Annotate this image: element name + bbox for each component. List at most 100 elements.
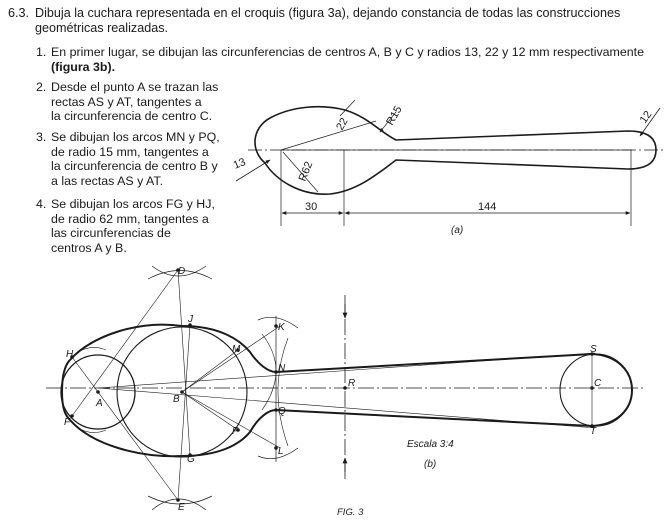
step-line: Desde el punto A se trazan las xyxy=(51,80,219,94)
exercise-line-1: Dibuja la cuchara representada en el cro… xyxy=(35,6,621,20)
line-d-g xyxy=(177,269,191,456)
step-line: Se dibujan los arcos FG y HJ, xyxy=(51,197,215,211)
point-r xyxy=(343,386,347,390)
point-g xyxy=(188,453,192,457)
step-line: la circunferencia de centro C. xyxy=(51,109,213,124)
construction-line-at xyxy=(97,387,596,429)
label-j: J xyxy=(187,314,194,325)
label-e: E xyxy=(178,502,185,513)
exercise-line-2: geométricas realizadas. xyxy=(35,20,168,35)
label-b: B xyxy=(173,394,180,405)
exercise-number: 6.3. xyxy=(8,6,30,20)
handle-end-arc xyxy=(591,353,634,427)
point-labels: A B C D E F G H J K L M N P Q R S T xyxy=(64,266,602,513)
construction-points xyxy=(70,268,594,502)
point-d xyxy=(176,268,180,272)
step-line: la circunferencia de centro B y xyxy=(51,159,218,174)
label-a: A xyxy=(95,398,103,409)
dim-r15-label: R15 xyxy=(384,104,404,127)
step-number: 1. xyxy=(36,45,47,59)
step-number: 2. xyxy=(36,80,47,94)
label-n: N xyxy=(278,363,286,374)
step-line: centros A y B. xyxy=(51,240,127,255)
label-q: Q xyxy=(278,406,286,417)
label-h: H xyxy=(66,349,74,360)
point-a xyxy=(96,390,100,394)
point-f xyxy=(70,414,74,418)
point-s xyxy=(590,352,594,356)
arc-mark-l xyxy=(257,447,299,459)
point-b xyxy=(180,390,184,394)
dim-13-leader xyxy=(235,159,271,182)
step-number: 4. xyxy=(36,197,47,211)
sketch-spoon-outline xyxy=(254,105,657,195)
label-r: R xyxy=(348,378,355,389)
construction-line-as xyxy=(97,352,596,389)
point-n xyxy=(274,370,278,374)
sketch-radius-line xyxy=(280,120,377,151)
step-number: 3. xyxy=(36,130,47,144)
label-k: K xyxy=(278,322,286,333)
arc-mark-f xyxy=(77,427,107,433)
line-at xyxy=(275,409,593,427)
line-b-k xyxy=(181,325,281,393)
dim-12-label: 12 xyxy=(638,109,655,126)
line-e-h xyxy=(71,356,179,501)
dim-r62-label: R62 xyxy=(297,160,316,183)
dim-13-label: 13 xyxy=(232,156,248,172)
point-k xyxy=(274,324,278,328)
label-l: L xyxy=(278,446,284,457)
label-p: P xyxy=(232,426,239,437)
sketch-caption: (a) xyxy=(451,225,463,236)
spoon-construction xyxy=(46,265,644,511)
scale-label: Escala 3:4 xyxy=(407,439,454,450)
circle-a xyxy=(60,354,136,430)
arc-mark-d xyxy=(147,270,213,280)
point-p xyxy=(236,428,240,432)
point-e xyxy=(176,498,180,502)
point-t xyxy=(590,424,594,428)
step-line: Se dibujan los arcos MN y PQ, xyxy=(51,130,220,144)
step-line: rectas AS y AT, tangentes a xyxy=(51,94,202,109)
point-h xyxy=(70,355,74,359)
line-b-m xyxy=(181,349,239,393)
label-s: S xyxy=(590,344,597,355)
exercise-statement: Dibuja la cuchara representada en el cro… xyxy=(35,6,655,35)
point-m xyxy=(236,348,240,352)
step-line: a las rectas AS y AT. xyxy=(51,173,164,188)
step-line: de radio 15 mm, tangentes a xyxy=(51,144,209,159)
bowl-tip-arc xyxy=(61,359,71,421)
label-d: D xyxy=(178,266,185,277)
step-line: En primer lugar, se dibujan las circunfe… xyxy=(51,45,644,59)
dim-22-leader xyxy=(339,99,356,117)
dim-12-leader xyxy=(639,107,661,137)
line-d-f xyxy=(71,269,179,417)
line-b-p xyxy=(181,391,239,431)
dim-22-label: 22 xyxy=(334,116,351,133)
point-j xyxy=(188,323,192,327)
label-c: C xyxy=(594,378,602,389)
figure-label: FIG. 3 xyxy=(337,507,364,518)
label-m: M xyxy=(232,344,241,355)
spoon-sketch xyxy=(235,99,664,226)
dim-30-label: 30 xyxy=(305,201,317,213)
arc-mark-h xyxy=(77,347,107,353)
arc-mark-e xyxy=(147,495,213,505)
point-q xyxy=(274,408,278,412)
sketch-r62-line xyxy=(282,151,319,193)
line-e-j xyxy=(177,324,191,501)
line-b-l xyxy=(181,391,281,449)
point-l xyxy=(274,446,278,450)
arc-mark-q xyxy=(277,337,289,447)
label-f: F xyxy=(64,417,71,428)
label-g: G xyxy=(187,454,195,465)
step-line: las circunferencias de xyxy=(51,226,171,241)
arc-mark-k xyxy=(257,317,299,329)
dim-144-label: 144 xyxy=(478,201,496,213)
step-line: (figura 3b). xyxy=(51,59,116,74)
construction-caption: (b) xyxy=(424,459,436,470)
point-c xyxy=(590,386,594,390)
arc-pq xyxy=(181,409,277,457)
dim-r15-leader xyxy=(379,111,397,133)
